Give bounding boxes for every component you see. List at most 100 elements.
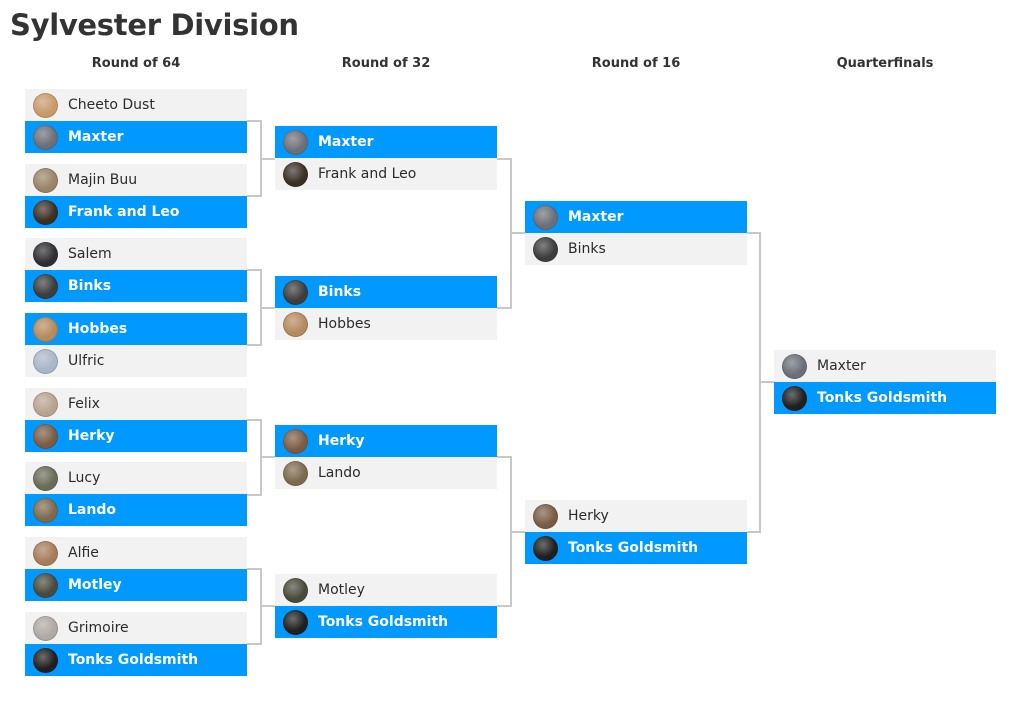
- connector-r64-3: [247, 419, 275, 496]
- cat-avatar: [283, 161, 308, 187]
- cat-avatar: [33, 497, 58, 523]
- contestant-name: Herky: [68, 428, 115, 444]
- contestant-name: Maxter: [568, 209, 624, 225]
- cat-avatar: [533, 204, 558, 230]
- round-header-qf: Quarterfinals: [836, 56, 934, 71]
- bracket-slot-bottom[interactable]: Lando: [275, 457, 497, 489]
- cat-avatar: [33, 465, 58, 491]
- cat-avatar: [533, 236, 558, 262]
- bracket-slot-top-winner[interactable]: Herky: [275, 425, 497, 457]
- cat-avatar: [33, 540, 58, 566]
- bracket-slot-bottom-winner[interactable]: Tonks Goldsmith: [25, 644, 247, 676]
- bracket-slot-top[interactable]: Cheeto Dust: [25, 89, 247, 121]
- cat-avatar: [33, 423, 58, 449]
- cat-avatar: [283, 460, 308, 486]
- bracket-slot-top[interactable]: Motley: [275, 574, 497, 606]
- contestant-name: Binks: [68, 278, 112, 294]
- contestant-name: Hobbes: [318, 316, 371, 332]
- bracket-slot-top[interactable]: Herky: [525, 500, 747, 532]
- contestant-name: Cheeto Dust: [68, 97, 155, 113]
- bracket-slot-bottom[interactable]: Ulfric: [25, 345, 247, 377]
- bracket-slot-bottom-winner[interactable]: Frank and Leo: [25, 196, 247, 228]
- cat-avatar: [33, 348, 58, 374]
- cat-avatar: [33, 124, 58, 150]
- cat-avatar: [33, 199, 58, 225]
- contestant-name: Binks: [568, 241, 606, 257]
- contestant-name: Frank and Leo: [318, 166, 417, 182]
- bracket-slot-bottom-winner[interactable]: Binks: [25, 270, 247, 302]
- cat-avatar: [283, 609, 308, 635]
- contestant-name: Ulfric: [68, 353, 105, 369]
- bracket-slot-top[interactable]: Maxter: [774, 350, 996, 382]
- connector-r64-1: [247, 120, 275, 197]
- cat-avatar: [33, 316, 58, 342]
- contestant-name: Herky: [318, 433, 365, 449]
- contestant-name: Motley: [318, 582, 365, 598]
- bracket-slot-top[interactable]: Felix: [25, 388, 247, 420]
- cat-avatar: [283, 279, 308, 305]
- contestant-name: Tonks Goldsmith: [568, 540, 699, 556]
- contestant-name: Binks: [318, 284, 362, 300]
- bracket-slot-top[interactable]: Salem: [25, 238, 247, 270]
- bracket-slot-bottom-winner[interactable]: Lando: [25, 494, 247, 526]
- contestant-name: Motley: [68, 577, 122, 593]
- contestant-name: Lando: [318, 465, 361, 481]
- bracket-slot-top[interactable]: Majin Buu: [25, 164, 247, 196]
- bracket-slot-top-winner[interactable]: Hobbes: [25, 313, 247, 345]
- connector-r64-2: [247, 269, 275, 346]
- bracket-slot-top-winner[interactable]: Binks: [275, 276, 497, 308]
- cat-avatar: [33, 167, 58, 193]
- contestant-name: Tonks Goldsmith: [68, 652, 199, 668]
- cat-avatar: [283, 577, 308, 603]
- contestant-name: Maxter: [318, 134, 374, 150]
- cat-avatar: [533, 535, 558, 561]
- bracket-slot-bottom-winner[interactable]: Maxter: [25, 121, 247, 153]
- bracket-slot-top-winner[interactable]: Maxter: [275, 126, 497, 158]
- cat-avatar: [33, 615, 58, 641]
- contestant-name: Grimoire: [68, 620, 129, 636]
- contestant-name: Lucy: [68, 470, 101, 486]
- bracket-slot-bottom[interactable]: Binks: [525, 233, 747, 265]
- bracket-slot-bottom[interactable]: Hobbes: [275, 308, 497, 340]
- contestant-name: Lando: [68, 502, 116, 518]
- cat-avatar: [33, 391, 58, 417]
- bracket-slot-bottom-winner[interactable]: Herky: [25, 420, 247, 452]
- cat-avatar: [33, 273, 58, 299]
- cat-avatar: [283, 311, 308, 337]
- bracket-slot-top[interactable]: Lucy: [25, 462, 247, 494]
- contestant-name: Salem: [68, 246, 112, 262]
- bracket-slot-top-winner[interactable]: Maxter: [525, 201, 747, 233]
- bracket-slot-top[interactable]: Grimoire: [25, 612, 247, 644]
- contestant-name: Tonks Goldsmith: [318, 614, 449, 630]
- bracket-slot-bottom[interactable]: Frank and Leo: [275, 158, 497, 190]
- cat-avatar: [33, 572, 58, 598]
- round-header-r16: Round of 16: [591, 56, 681, 71]
- cat-avatar: [33, 92, 58, 118]
- page-title: Sylvester Division: [10, 8, 299, 42]
- bracket-slot-bottom-winner[interactable]: Tonks Goldsmith: [275, 606, 497, 638]
- cat-avatar: [533, 503, 558, 529]
- bracket-slot-bottom-winner[interactable]: Tonks Goldsmith: [525, 532, 747, 564]
- bracket-slot-bottom-winner[interactable]: Motley: [25, 569, 247, 601]
- contestant-name: Hobbes: [68, 321, 128, 337]
- contestant-name: Maxter: [68, 129, 124, 145]
- contestant-name: Maxter: [817, 358, 866, 374]
- bracket-slot-top[interactable]: Alfie: [25, 537, 247, 569]
- cat-avatar: [33, 647, 58, 673]
- contestant-name: Felix: [68, 396, 100, 412]
- connector-r16-1: [746, 232, 774, 533]
- contestant-name: Herky: [568, 508, 609, 524]
- bracket-slot-bottom-winner[interactable]: Tonks Goldsmith: [774, 382, 996, 414]
- connector-lines: [247, 120, 774, 645]
- cat-avatar: [782, 385, 807, 411]
